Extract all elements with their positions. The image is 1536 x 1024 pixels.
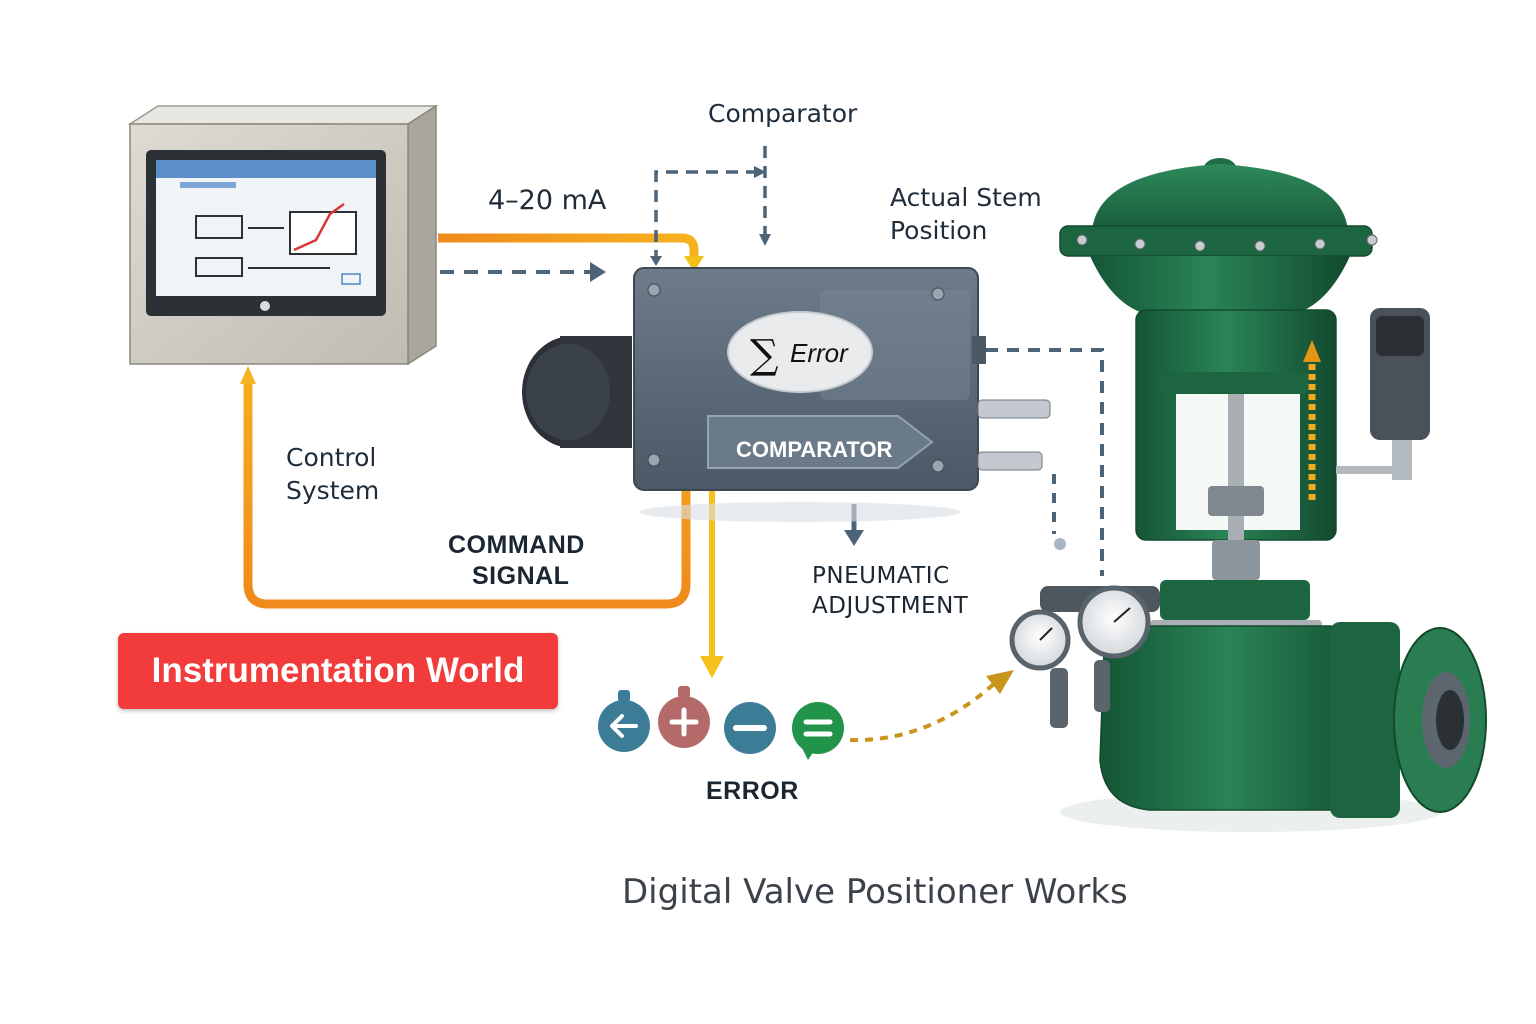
comparator-label: Comparator [708,99,858,128]
actual-stem-label-line1: Actual Stem [890,183,1042,212]
brand-badge: Instrumentation World [118,633,558,709]
arrow-left-icon [598,690,650,752]
comparator-plate-label: COMPARATOR [736,437,893,462]
equals-icon [792,702,844,760]
brand-text: Instrumentation World [151,651,525,690]
ma-signal-line [438,233,699,264]
plus-icon [658,686,710,748]
command-signal-label-line2: SIGNAL [472,562,570,590]
minus-icon [724,702,776,754]
control-valve [1009,158,1487,832]
pneumatic-label-line1: PNEUMATIC [812,563,950,589]
command-signal-label-line1: COMMAND [448,531,585,559]
error-label: ERROR [706,777,799,805]
page-title: Digital Valve Positioner Works [622,872,1128,912]
control-system-label-line1: Control [286,443,377,472]
signal-ma-label: 4–20 mA [488,185,607,216]
error-bubble-label: Error [790,338,849,368]
pneumatic-label-line2: ADJUSTMENT [812,593,969,619]
error-sigma: ∑ [750,332,779,378]
digital-positioner [522,267,1051,522]
actual-stem-label-line2: Position [890,216,988,245]
control-system-cabinet [127,104,439,366]
error-state-icons [598,686,844,760]
control-system-label-line2: System [286,476,380,505]
